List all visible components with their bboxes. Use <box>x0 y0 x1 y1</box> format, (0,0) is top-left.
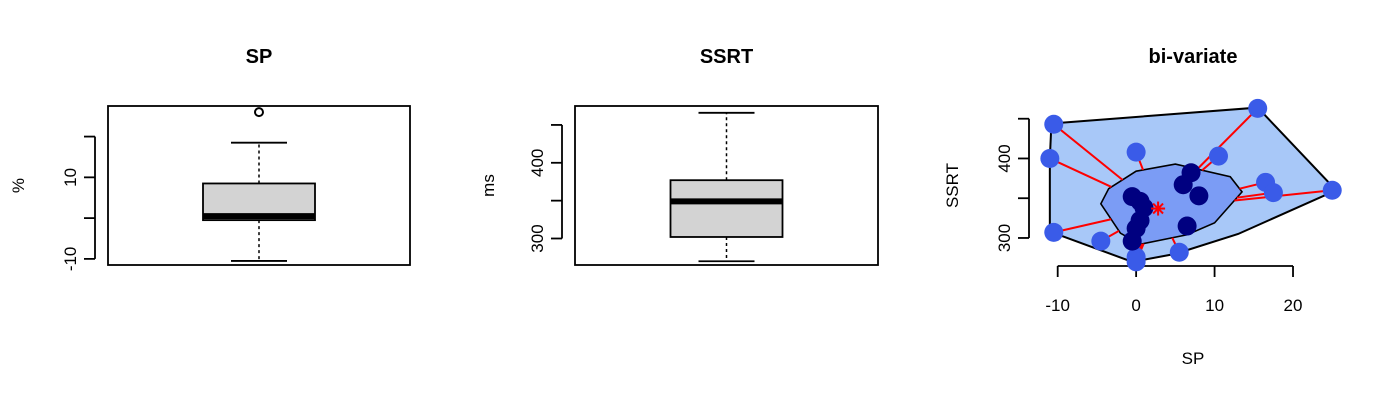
plot-frame <box>574 105 879 266</box>
sp-boxplot-panel: SP% -10 10 <box>9 46 411 272</box>
x-tick-label: -10 <box>1045 296 1070 315</box>
outer-data-point <box>1208 146 1228 166</box>
y-tick-label: 400 <box>528 149 547 177</box>
y-tick-label: 300 <box>995 224 1014 252</box>
ssrt-boxplot-panel: SSRT ms 300 400 <box>479 46 879 266</box>
whisker-line <box>1196 107 1259 170</box>
center-star-ray <box>1152 202 1164 215</box>
inner-data-point <box>1173 175 1193 195</box>
panel-title: bi-variate <box>1149 46 1238 68</box>
x-tick-label: 10 <box>1205 296 1224 315</box>
panel-title: SP <box>246 46 273 68</box>
x-tick-label: 20 <box>1284 296 1303 315</box>
outer-data-point <box>1126 252 1146 272</box>
y-tick-label: 300 <box>528 224 547 252</box>
outer-data-point <box>1248 98 1268 118</box>
inner-data-point <box>1122 231 1142 251</box>
x-axis-label: SP <box>1182 349 1205 368</box>
inner-data-point <box>1177 216 1197 236</box>
y-axis-label: ms <box>479 174 498 197</box>
y-tick-label: 10 <box>61 168 80 187</box>
center-star <box>1151 201 1166 216</box>
y-axis-label: SSRT <box>943 163 962 208</box>
panel-title: SSRT <box>700 46 753 68</box>
y-tick-label: 400 <box>995 144 1014 172</box>
outer-data-point <box>1044 114 1064 134</box>
outer-data-point <box>1091 231 1111 251</box>
whisker-line <box>1053 218 1112 234</box>
outer-data-point <box>1263 183 1283 203</box>
whisker-line <box>1234 189 1333 202</box>
outer-data-point <box>1322 180 1342 200</box>
outer-data-point <box>1044 222 1064 242</box>
y-tick-label: -10 <box>61 247 80 272</box>
iqr-box <box>669 179 784 238</box>
outlier-point <box>254 107 264 118</box>
outer-data-point <box>1169 242 1189 262</box>
plot-frame <box>107 105 411 266</box>
whisker-line <box>1053 123 1124 181</box>
x-tick-label: 0 <box>1131 296 1140 315</box>
inner-data-point <box>1189 186 1209 206</box>
outer-data-point <box>1040 148 1060 168</box>
y-axis-label: % <box>9 178 28 193</box>
outer-data-point <box>1126 142 1146 162</box>
whisker-line <box>1049 157 1112 188</box>
